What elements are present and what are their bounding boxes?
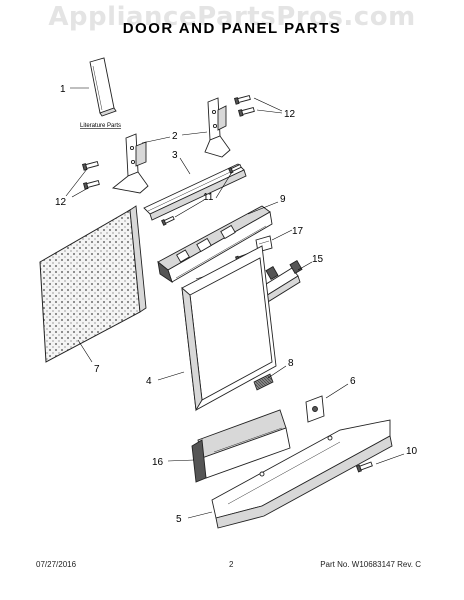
callout-3: 3 xyxy=(172,150,178,161)
screw-group-lower xyxy=(81,160,100,190)
screw-group-upper xyxy=(233,94,255,117)
outer-door-panel xyxy=(181,245,277,412)
callout-16: 16 xyxy=(152,457,164,468)
callout-10: 10 xyxy=(406,446,418,457)
door-trim-block xyxy=(191,409,291,483)
literature-parts-booklet: Literature Parts xyxy=(80,57,121,129)
watermark: AppliancePartsPros.com xyxy=(48,2,416,32)
callout-9: 9 xyxy=(280,194,286,205)
hinge-bracket-left xyxy=(111,133,149,194)
callout-12-upper: 12 xyxy=(284,109,296,120)
callout-6: 6 xyxy=(350,376,356,387)
footer-date: 07/27/2016 xyxy=(36,560,77,569)
lower-kick-plate xyxy=(211,419,393,529)
callout-11: 11 xyxy=(203,192,214,203)
footer-page-number: 2 xyxy=(229,560,234,569)
callout-5: 5 xyxy=(176,514,182,525)
callout-2: 2 xyxy=(172,131,178,142)
literature-caption: Literature Parts xyxy=(80,123,121,129)
callout-7: 7 xyxy=(94,364,100,375)
callout-12-lower: 12 xyxy=(55,197,67,208)
callout-8: 8 xyxy=(288,358,294,369)
callout-4: 4 xyxy=(146,376,152,387)
latch-bracket xyxy=(305,395,325,423)
callout-15: 15 xyxy=(312,254,324,265)
door-rail-bracket xyxy=(143,163,247,221)
inner-door-panel xyxy=(39,205,147,363)
kick-plate-screw xyxy=(355,461,373,473)
hinge-bracket-right xyxy=(204,97,231,158)
rail-screws xyxy=(161,163,242,226)
page-title: DOOR AND PANEL PARTS xyxy=(122,20,342,37)
footer-part-number: Part No. W10683147 Rev. C xyxy=(320,560,421,569)
callout-17: 17 xyxy=(292,226,304,237)
callout-1: 1 xyxy=(60,84,66,95)
control-panel-assembly xyxy=(157,205,273,284)
